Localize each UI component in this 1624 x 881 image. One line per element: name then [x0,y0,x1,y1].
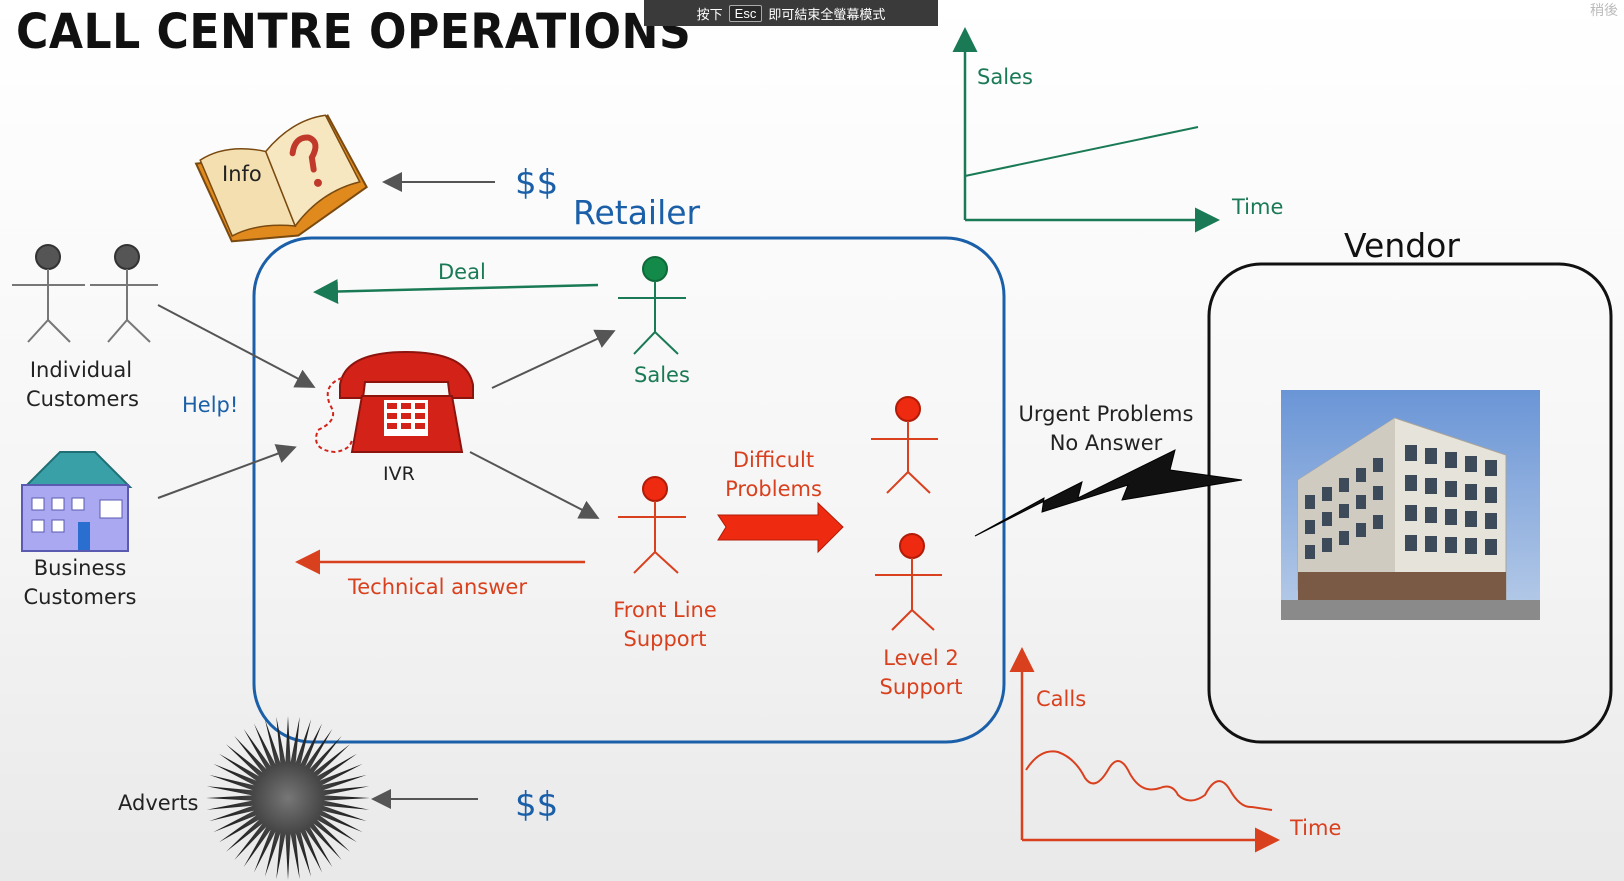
difficult-problems-label: Difficult Problems [721,446,826,504]
level2-support-line1: Level 2 [883,646,959,670]
calls-chart [1009,647,1280,853]
money-label-top: $$ [515,163,559,203]
difficult-problems-arrow [717,501,844,554]
fullscreen-notice: 按下 Esc 即可結束全螢幕模式 [644,0,938,26]
level2-support-label: Level 2 Support [875,644,967,702]
page-title: CALL CENTRE OPERATIONS [16,4,692,60]
level2-support-figure [871,396,938,494]
vendor-label: Vendor [1344,226,1460,265]
house-icon [21,451,133,552]
individual-to-ivr-arrow [157,304,316,388]
help-label: Help! [182,393,239,417]
calls-chart-ylabel: Calls [1036,687,1087,711]
individual-customers-label: Individual Customers [26,356,139,414]
info-book-icon [194,114,368,243]
ivr-label: IVR [383,463,415,485]
individual-customers-line2: Customers [26,386,139,411]
individual-customer-figure [12,244,85,343]
individual-customers-line1: Individual [29,358,133,382]
corner-text: 稍後 [1590,2,1618,18]
business-customers-label: Business Customers [22,554,138,612]
level2-support-line2: Support [879,674,963,699]
difficult-problems-line2: Problems [725,476,822,501]
money-label-bottom: $$ [515,785,559,825]
business-customers-line2: Customers [23,584,137,609]
ivr-to-sales-arrow [491,329,616,389]
telephone-icon [315,350,474,454]
adverts-label: Adverts [118,791,199,815]
retailer-box [252,236,1006,744]
sales-trend-line [964,126,1199,177]
info-label: Info [222,162,262,186]
adverts-starburst-icon [206,716,370,880]
retailer-label: Retailer [573,193,701,232]
technical-answer-label: Technical answer [348,575,527,599]
difficult-problems-line1: Difficult [732,448,815,472]
sales-agent-figure [618,256,686,355]
sales-chart-ylabel: Sales [977,65,1033,89]
sales-chart-xlabel: Time [1232,195,1284,219]
fullscreen-notice-suffix: 即可結束全螢幕模式 [768,6,886,22]
front-line-support-line1: Front Line [613,598,717,622]
front-line-support-figure [618,476,686,574]
front-line-support-line2: Support [623,626,707,651]
calls-trend-line [1025,750,1273,811]
deal-label: Deal [438,260,486,284]
urgent-problems-line2: No Answer [1049,430,1163,455]
sales-agent-label: Sales [634,363,690,387]
level2-support-figure [875,533,942,631]
vendor-building-image [1281,390,1540,620]
urgent-problems-label: Urgent Problems No Answer [1018,400,1194,458]
vendor-box [1207,262,1613,744]
urgent-problems-line1: Urgent Problems [1018,402,1194,426]
ivr-to-frontline-arrow [469,451,600,519]
front-line-support-label: Front Line Support [610,596,720,654]
individual-customer-figure [90,244,158,343]
sales-chart [952,27,1220,233]
lightning-bolt-icon [974,449,1243,537]
esc-key[interactable]: Esc [728,4,763,22]
business-customers-line1: Business [33,556,127,580]
starburst-shape [206,716,370,880]
business-to-ivr-arrow [157,444,297,499]
calls-chart-xlabel: Time [1290,816,1342,840]
fullscreen-notice-prefix: 按下 [696,6,723,22]
deal-arrow [313,279,599,304]
